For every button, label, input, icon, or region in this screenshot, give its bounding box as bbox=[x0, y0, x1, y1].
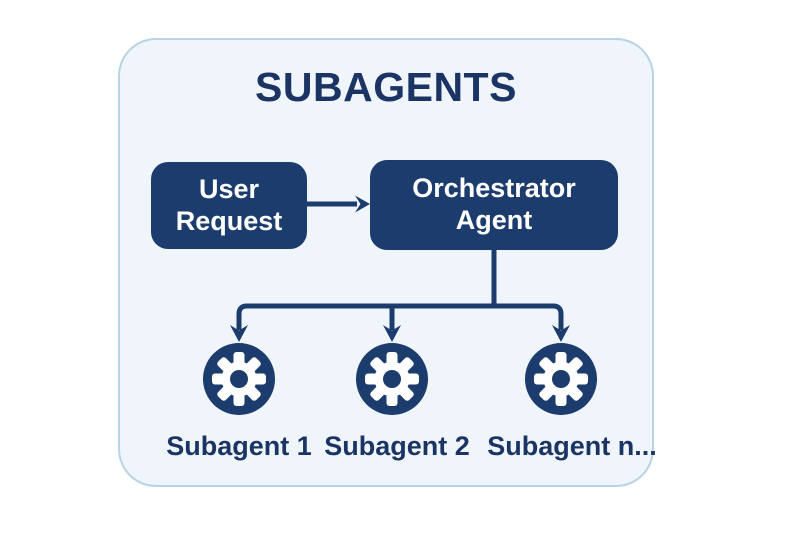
node-user-request-label: User Request bbox=[175, 173, 283, 236]
gear-icon bbox=[356, 343, 428, 415]
subagent-label: Subagent 1 bbox=[166, 431, 312, 461]
subagents-panel: SUBAGENTS User Request Orchestrator Agen… bbox=[120, 40, 657, 485]
arrow-down-icon bbox=[230, 325, 248, 342]
diagram-title: SUBAGENTS bbox=[255, 64, 517, 110]
arrow-right-icon bbox=[355, 195, 370, 213]
arrow-down-icon bbox=[383, 325, 401, 342]
connector-lines bbox=[230, 195, 570, 342]
subagent-label: Subagent n... bbox=[487, 431, 657, 461]
node-user-request: User Request bbox=[151, 162, 307, 249]
gear-icon bbox=[203, 343, 275, 415]
branch-bar-line bbox=[236, 303, 564, 330]
node-orchestrator-agent-label: Orchestrator Agent bbox=[412, 173, 576, 235]
node-orchestrator-agent: Orchestrator Agent bbox=[370, 160, 618, 250]
subagent-label: Subagent 2 bbox=[324, 431, 470, 461]
arrow-down-icon bbox=[552, 325, 570, 342]
gear-icon bbox=[525, 343, 597, 415]
